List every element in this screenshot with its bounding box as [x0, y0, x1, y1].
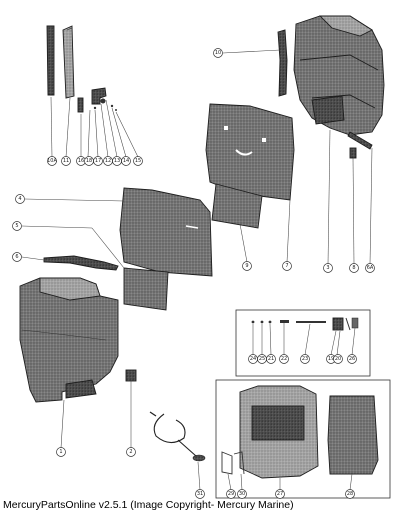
clip-icon	[349, 147, 357, 159]
callout-10A: 10A	[47, 156, 57, 166]
callout-8: 8	[349, 263, 359, 273]
svg-text:20: 20	[335, 356, 341, 362]
copyright-caption: MercuryPartsOnline v2.5.1 (Image Copyrig…	[3, 499, 294, 511]
svg-text:7: 7	[285, 263, 288, 269]
foam-pad-icon	[119, 187, 213, 277]
leader-lines	[21, 49, 373, 491]
callout-23: 23	[300, 354, 310, 364]
callout-31: 31	[195, 489, 205, 499]
seal-strip-icon	[277, 29, 288, 97]
svg-text:16: 16	[78, 158, 84, 164]
svg-text:6A: 6A	[367, 265, 374, 271]
callout-6: 6	[12, 252, 22, 262]
svg-text:10: 10	[215, 50, 221, 56]
svg-text:10A: 10A	[47, 158, 57, 164]
callout-9: 9	[242, 261, 252, 271]
svg-text:24: 24	[250, 356, 256, 362]
clip-icon	[77, 97, 84, 113]
svg-text:28: 28	[347, 491, 353, 497]
svg-text:1: 1	[59, 449, 62, 455]
svg-text:21: 21	[268, 356, 274, 362]
svg-text:19: 19	[328, 356, 334, 362]
svg-text:11: 11	[63, 158, 69, 164]
callout-4: 4	[15, 194, 25, 204]
svg-text:15: 15	[135, 158, 141, 164]
callout-12: 12	[103, 156, 113, 166]
bracket-kit-icon	[235, 309, 371, 377]
svg-text:9: 9	[245, 263, 248, 269]
callout-21: 21	[266, 354, 276, 364]
callout-20: 20	[333, 354, 343, 364]
clip-icon	[125, 369, 137, 382]
foam-pad-icon	[205, 103, 295, 201]
callout-3: 3	[323, 263, 333, 273]
svg-text:13: 13	[114, 158, 120, 164]
svg-text:4: 4	[18, 196, 21, 202]
callout-24: 24	[248, 354, 258, 364]
seal-strip-icon	[347, 131, 373, 150]
foam-pad-icon	[211, 183, 263, 229]
svg-text:30: 30	[239, 491, 245, 497]
svg-text:17: 17	[95, 158, 101, 164]
clip-icon	[91, 87, 117, 111]
svg-text:23: 23	[302, 356, 308, 362]
callout-14: 14	[121, 156, 131, 166]
svg-text:18: 18	[86, 158, 92, 164]
callout-25: 25	[257, 354, 267, 364]
callout-18: 18	[84, 156, 94, 166]
svg-text:8: 8	[352, 265, 355, 271]
svg-text:14: 14	[123, 158, 129, 164]
svg-text:31: 31	[197, 491, 203, 497]
svg-text:3: 3	[326, 265, 329, 271]
cowl-top-icon	[293, 15, 385, 136]
cowl-bottom-icon	[19, 277, 119, 403]
callout-10: 10	[213, 48, 223, 58]
svg-text:2: 2	[129, 449, 132, 455]
cable-assembly-icon	[149, 411, 206, 462]
callout-15: 15	[133, 156, 143, 166]
seal-strip-icon	[43, 255, 119, 271]
callout-7: 7	[282, 261, 292, 271]
callout-11: 11	[61, 156, 71, 166]
callout-28: 28	[345, 489, 355, 499]
callout-6A: 6A	[365, 263, 375, 273]
svg-text:25: 25	[259, 356, 265, 362]
svg-text:29: 29	[228, 491, 234, 497]
callout-26: 26	[347, 354, 357, 364]
callout-27: 27	[275, 489, 285, 499]
callout-1: 1	[56, 447, 66, 457]
callout-22: 22	[279, 354, 289, 364]
callout-13: 13	[112, 156, 122, 166]
callout-17: 17	[93, 156, 103, 166]
svg-text:27: 27	[277, 491, 283, 497]
svg-text:5: 5	[15, 223, 18, 229]
callout-29: 29	[226, 489, 236, 499]
callout-2: 2	[126, 447, 136, 457]
callout-30: 30	[237, 489, 247, 499]
svg-text:12: 12	[105, 158, 111, 164]
foam-pad-icon	[123, 267, 169, 311]
seal-strip-icon	[62, 25, 75, 99]
svg-text:26: 26	[349, 356, 355, 362]
callout-5: 5	[12, 221, 22, 231]
svg-text:6: 6	[15, 254, 18, 260]
bracket-kit-icon	[215, 379, 391, 499]
seal-strip-icon	[46, 25, 55, 96]
svg-text:22: 22	[281, 356, 287, 362]
